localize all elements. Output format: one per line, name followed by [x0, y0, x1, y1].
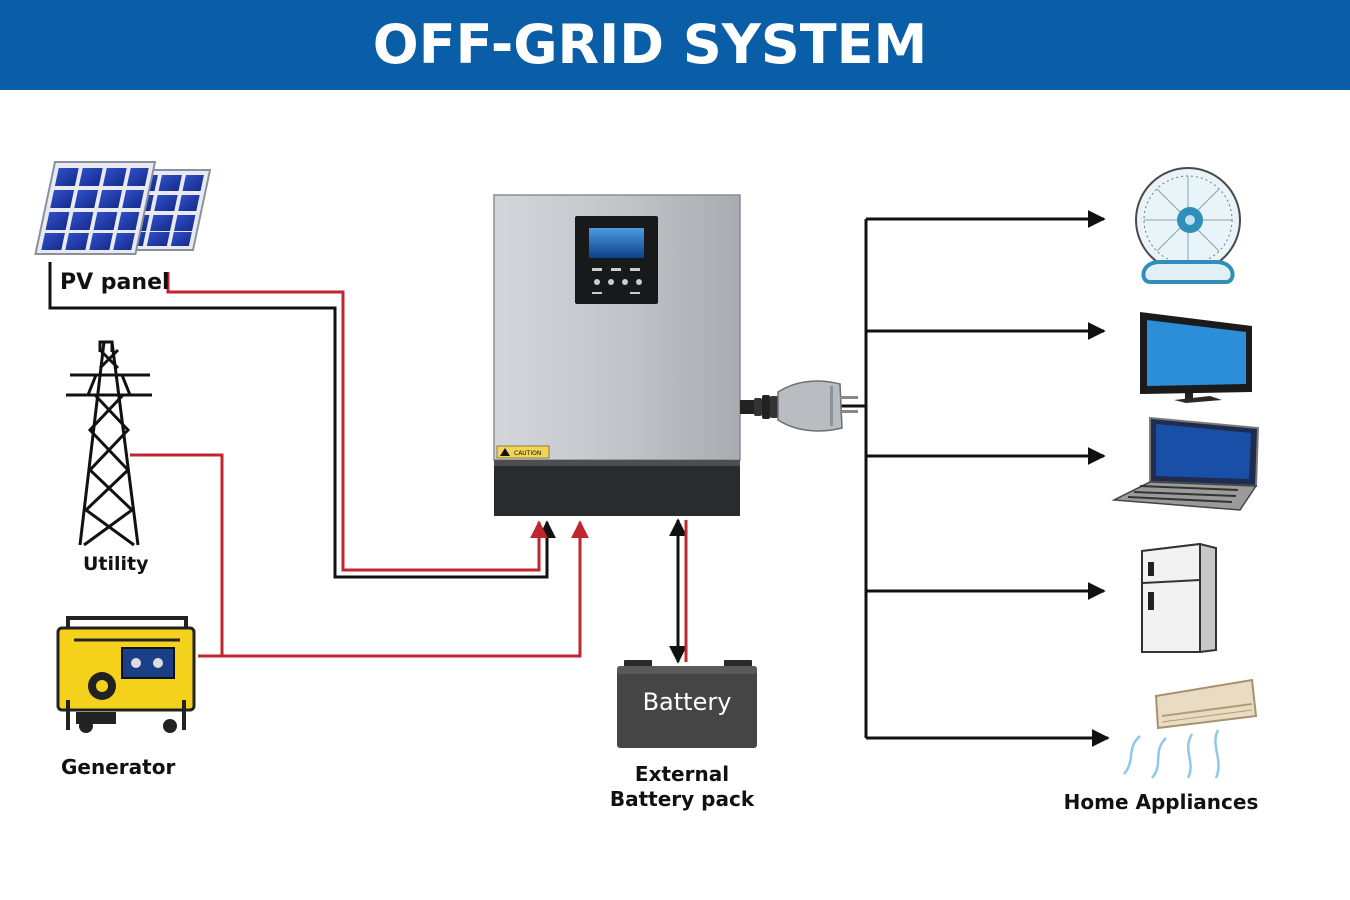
output-bus	[840, 210, 1110, 747]
inverter-icon: CAUTION	[493, 194, 741, 516]
pv-wires	[48, 262, 556, 579]
generator-icon	[56, 616, 196, 733]
battery-caption-line2: Battery pack	[609, 787, 755, 811]
refrigerator-icon	[1141, 542, 1217, 653]
utility-generator-wire	[130, 453, 589, 658]
utility-label: Utility	[83, 553, 149, 575]
utility-tower-icon	[66, 340, 152, 547]
header-banner: OFF-GRID SYSTEM	[0, 0, 1350, 90]
laptop-icon	[1111, 416, 1260, 511]
pv-panel-label: PV panel	[60, 270, 170, 295]
home-appliances-label: Home Appliances	[1063, 790, 1259, 814]
power-plug-icon	[740, 380, 858, 432]
tv-icon	[1140, 312, 1252, 403]
battery-body-label: Battery	[642, 688, 732, 716]
solar-panel-icon	[34, 161, 212, 255]
air-conditioner-icon	[1123, 678, 1258, 779]
generator-label: Generator	[61, 755, 176, 779]
battery-caption-line1: External	[634, 762, 730, 786]
battery-wire	[669, 518, 688, 664]
fan-icon	[1135, 167, 1241, 284]
battery-icon	[617, 660, 757, 748]
page-title: OFF-GRID SYSTEM	[372, 13, 928, 76]
caution-label: CAUTION	[514, 450, 541, 457]
